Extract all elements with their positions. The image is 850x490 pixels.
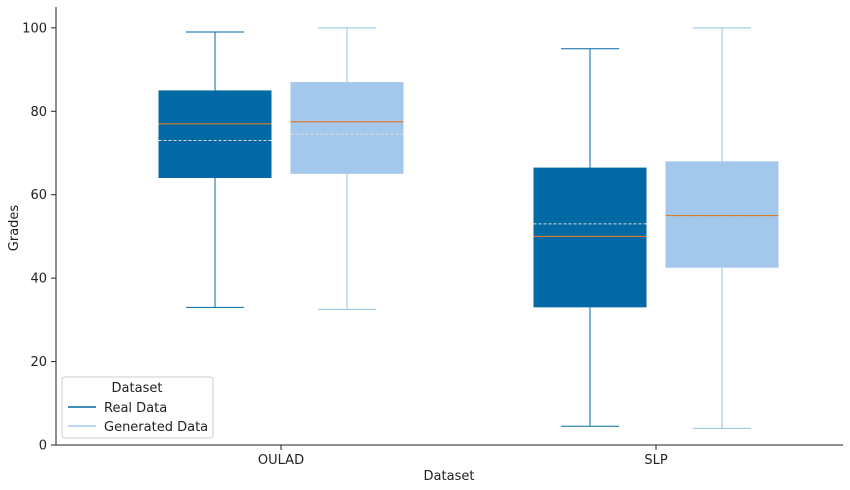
y-tick-label: 60 (30, 188, 47, 203)
plot-marks (158, 27, 779, 429)
box-real-data-slp (533, 48, 647, 427)
y-tick-label: 80 (30, 105, 47, 120)
x-ticks: OULAD SLP (258, 445, 668, 468)
iqr-box (665, 161, 779, 268)
iqr-box (290, 82, 404, 174)
y-tick-label: 40 (30, 272, 47, 287)
box-generated-data-oulad (290, 27, 404, 310)
iqr-box (533, 167, 647, 308)
x-tick-label: SLP (644, 453, 667, 468)
axes: 0 20 40 60 80 100 OULAD SLP Dataset Grades (7, 7, 843, 484)
legend-title: Dataset (112, 381, 163, 396)
y-ticks: 0 20 40 60 80 100 (22, 21, 56, 454)
x-axis-title: Dataset (424, 469, 475, 484)
y-tick-label: 100 (22, 21, 47, 36)
x-tick-label: OULAD (258, 453, 304, 468)
iqr-box (158, 90, 272, 179)
legend: Dataset Real Data Generated Data (61, 376, 214, 439)
box-generated-data-slp (665, 27, 779, 429)
legend-frame (61, 376, 214, 439)
legend-label-generated-data: Generated Data (104, 420, 208, 435)
legend-label-real-data: Real Data (104, 401, 167, 416)
y-axis-title: Grades (7, 205, 22, 252)
box-real-data-oulad (158, 31, 272, 308)
y-tick-label: 0 (39, 439, 47, 454)
y-tick-label: 20 (30, 355, 47, 370)
